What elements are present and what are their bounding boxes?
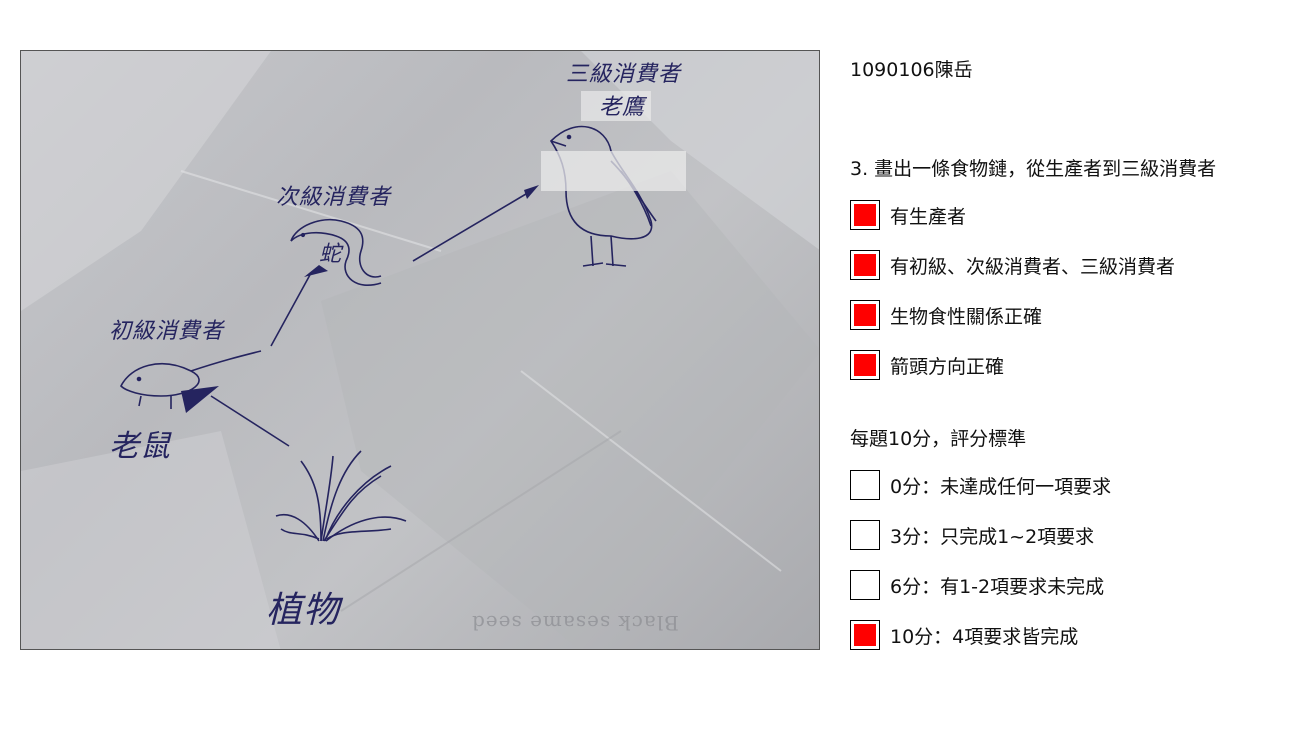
primary-consumer-label: 初級消費者	[109, 319, 225, 344]
arrow-snake-to-eagle	[412, 190, 532, 262]
paper-fold	[21, 51, 271, 311]
arrow-mouse-to-snake	[270, 272, 312, 347]
score-option: 0分：未達成任何一項要求	[850, 470, 1111, 500]
paper-drawing	[21, 51, 819, 649]
score-checkbox[interactable]	[850, 570, 880, 600]
food-chain-photo: 三級消費者 老鷹 次級消費者 蛇 初級消費者 老鼠 植物 Black sesam…	[20, 50, 820, 650]
criterion-item: 有生產者	[850, 200, 1175, 230]
score-option: 6分：有1-2項要求未完成	[850, 570, 1111, 600]
criterion-checkbox[interactable]	[850, 200, 880, 230]
score-checkbox[interactable]	[850, 620, 880, 650]
mouse-drawing	[120, 350, 262, 409]
eagle-label: 老鷹	[599, 95, 646, 120]
criterion-item: 箭頭方向正確	[850, 350, 1175, 380]
paper-crease	[340, 430, 622, 612]
tape-patch	[581, 91, 651, 121]
arrowhead-to-eagle	[524, 185, 539, 199]
paper-fold	[321, 171, 819, 649]
snake-drawing	[290, 219, 382, 286]
criteria-list: 有生產者 有初級、次級消費者、三級消費者 生物食性關係正確 箭頭方向正確	[850, 200, 1175, 400]
score-checkbox[interactable]	[850, 520, 880, 550]
tape-patch	[541, 151, 686, 191]
score-label: 3分：只完成1~2項要求	[890, 525, 1095, 548]
score-checkbox[interactable]	[850, 470, 880, 500]
score-option: 10分：4項要求皆完成	[850, 620, 1111, 650]
criterion-checkbox[interactable]	[850, 300, 880, 330]
criterion-label: 箭頭方向正確	[890, 355, 1005, 378]
snake-label: 蛇	[319, 242, 343, 267]
watermark-text: Black sesame seed	[471, 611, 679, 635]
score-option: 3分：只完成1~2項要求	[850, 520, 1111, 550]
criterion-label: 生物食性關係正確	[890, 305, 1043, 328]
question-text: 3. 畫出一條食物鏈，從生產者到三級消費者	[850, 158, 1217, 180]
student-id: 1090106陳岳	[850, 59, 973, 81]
arrow-plant-to-mouse	[210, 395, 290, 447]
score-label: 0分：未達成任何一項要求	[890, 475, 1112, 498]
criterion-label: 有生產者	[890, 205, 967, 228]
scoring-title: 每題10分，評分標準	[850, 428, 1027, 450]
paper-crease	[180, 170, 442, 252]
paper-crease	[520, 370, 782, 572]
score-list: 0分：未達成任何一項要求 3分：只完成1~2項要求 6分：有1-2項要求未完成 …	[850, 470, 1111, 670]
mouse-label: 老鼠	[109, 429, 171, 464]
criterion-label: 有初級、次級消費者、三級消費者	[890, 255, 1176, 278]
paper-fold	[21, 431, 281, 649]
arrowhead-to-mouse	[181, 386, 219, 413]
secondary-consumer-label: 次級消費者	[276, 185, 392, 210]
plant-label: 植物	[266, 590, 341, 631]
tertiary-consumer-label: 三級消費者	[566, 62, 682, 87]
criterion-checkbox[interactable]	[850, 250, 880, 280]
score-label: 10分：4項要求皆完成	[890, 625, 1079, 648]
criterion-item: 生物食性關係正確	[850, 300, 1175, 330]
score-label: 6分：有1-2項要求未完成	[890, 575, 1105, 598]
criterion-item: 有初級、次級消費者、三級消費者	[850, 250, 1175, 280]
plant-drawing	[275, 450, 407, 542]
grading-panel: 1090106陳岳 3. 畫出一條食物鏈，從生產者到三級消費者 有生產者 有初級…	[850, 0, 1290, 750]
criterion-checkbox[interactable]	[850, 350, 880, 380]
